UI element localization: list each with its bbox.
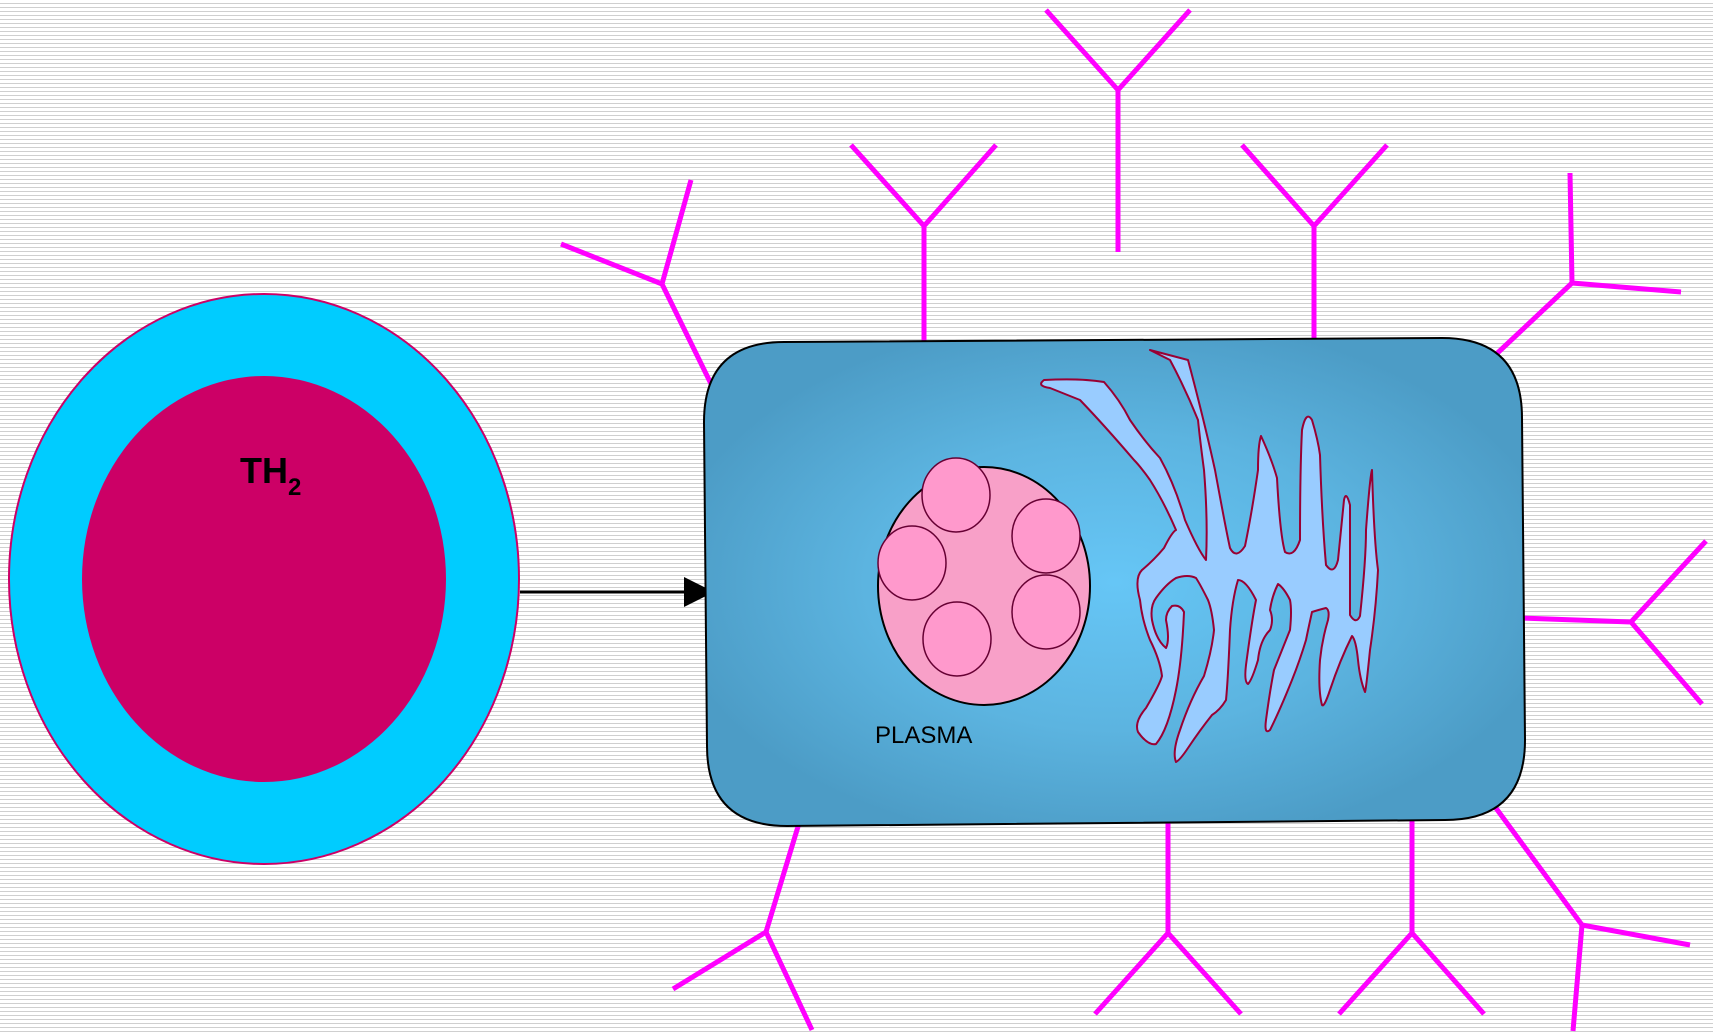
antibody-icon [1522,541,1706,704]
antibody-icon [673,820,812,1030]
chromatin-clump [922,458,990,532]
antibody-icon [1339,820,1484,1014]
th2-label-subscript: 2 [288,474,301,501]
chromatin-clump [1012,499,1080,573]
antibody-icon [1046,10,1190,252]
antibody-icon [851,145,996,345]
th2-label-main: TH [240,450,288,491]
antibody-icon [1242,145,1387,345]
plasma-label: PLASMA [875,722,972,749]
chromatin-clump [1012,575,1080,649]
plasma-cell: PLASMA [704,338,1525,826]
th2-cell: TH2 [9,294,519,864]
chromatin-clump [878,526,946,600]
th2-cell-nucleus [82,376,446,782]
antibody-icon [1490,173,1681,360]
antibody-icon [1490,800,1690,1031]
antibody-icon [1095,820,1241,1014]
antibody-icon [561,180,715,392]
chromatin-clump [923,602,991,676]
